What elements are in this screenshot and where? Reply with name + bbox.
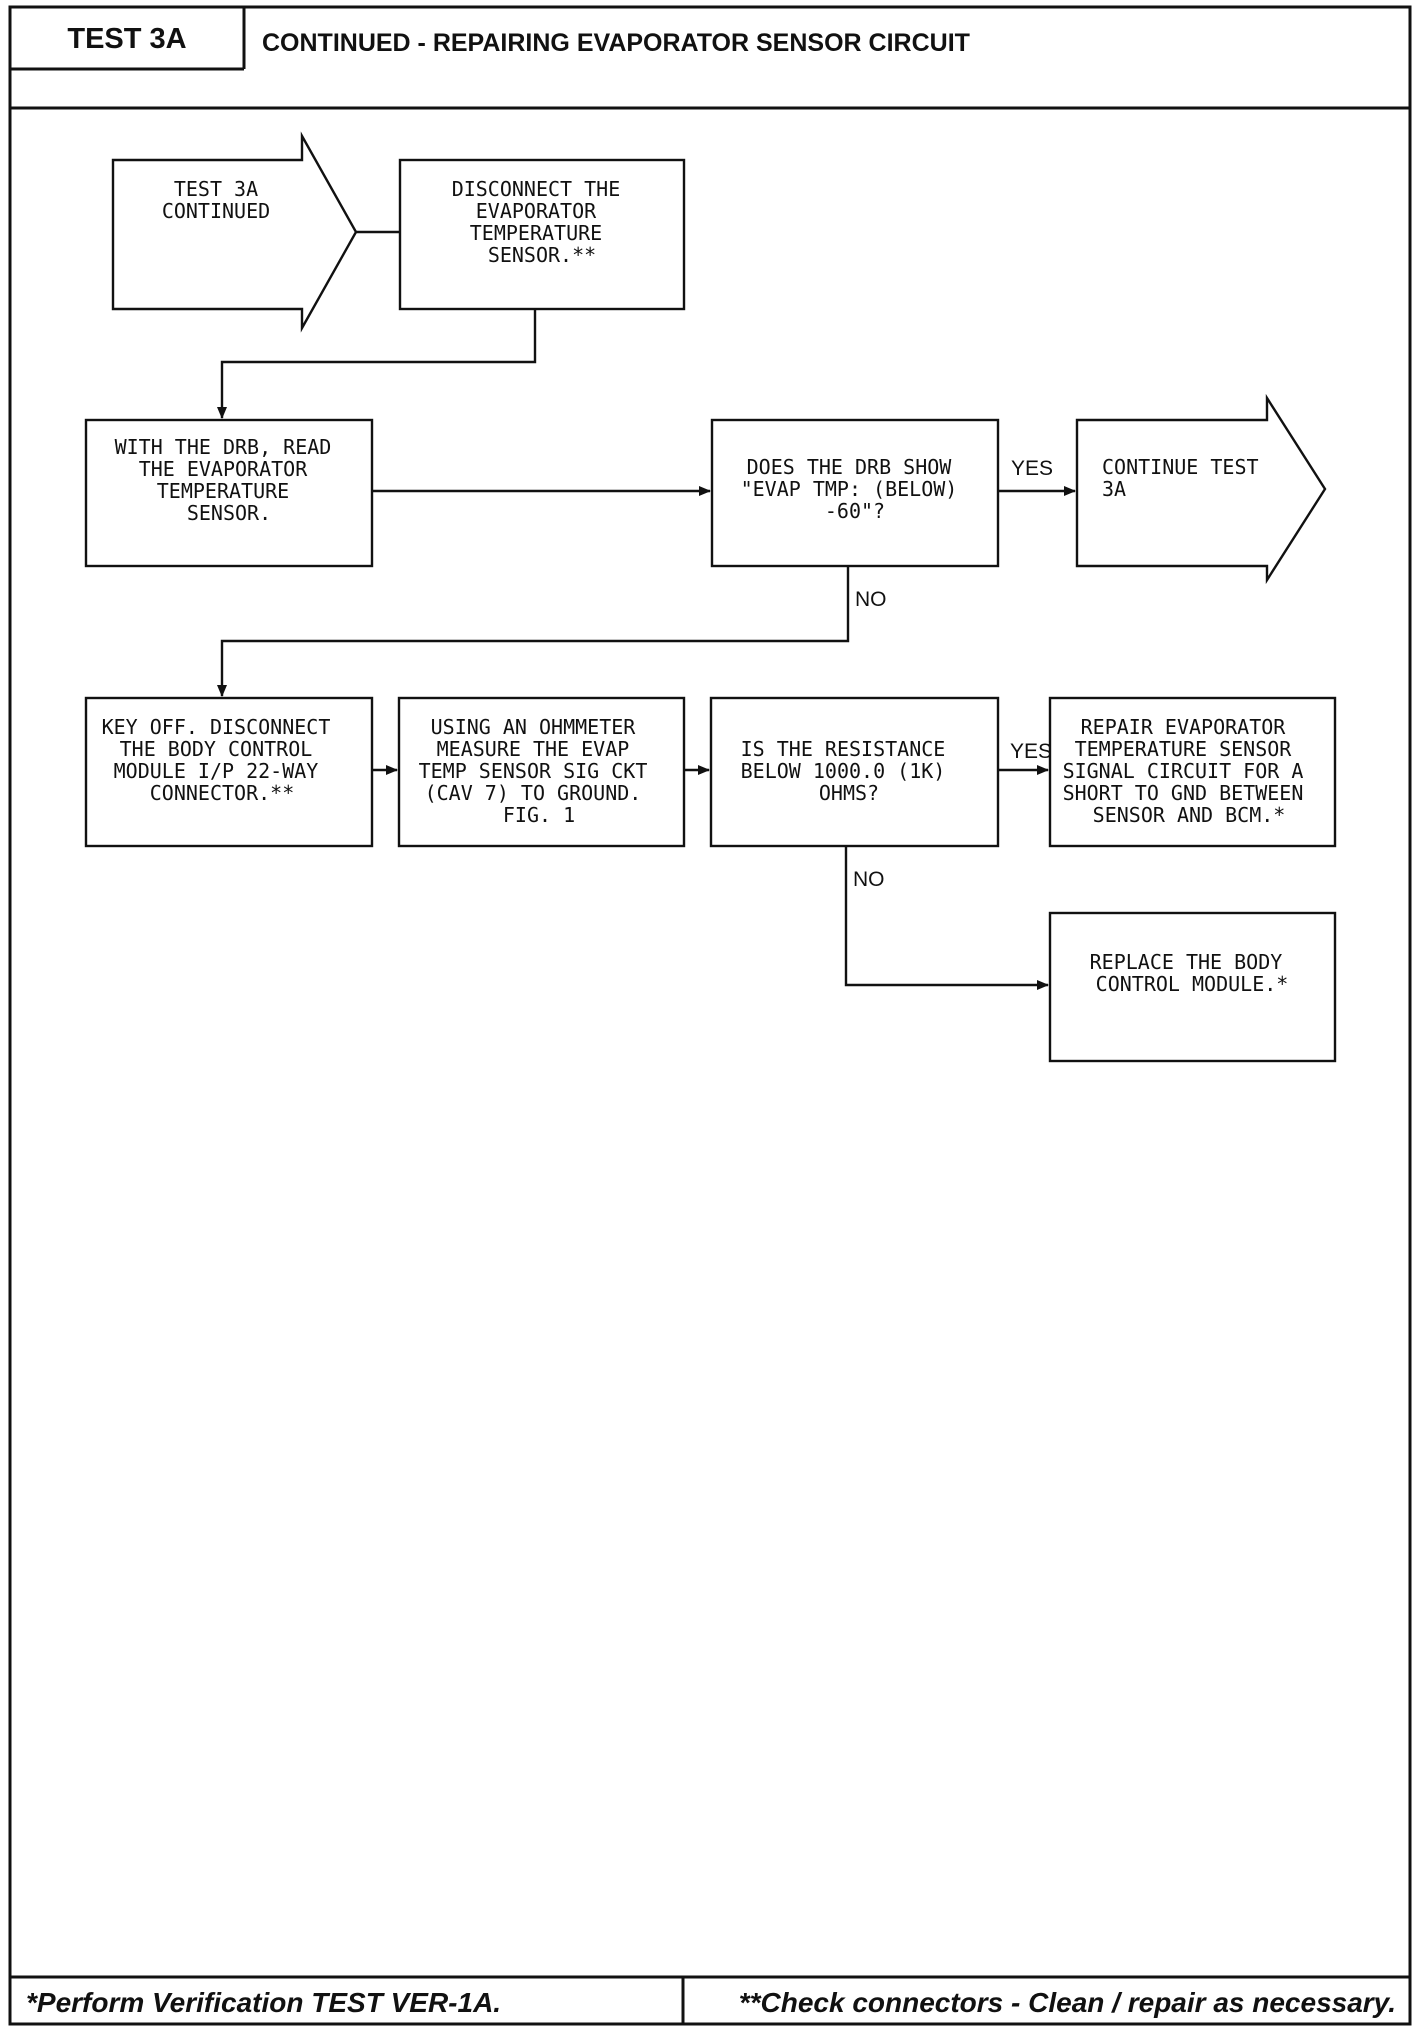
key-off-text: KEY OFF. DISCONNECT THE BODY CONTROL MOD…	[102, 715, 343, 805]
repair-circuit-text: REPAIR EVAPORATOR TEMPERATURE SENSOR SIG…	[1063, 715, 1316, 827]
connector-disconnect-to-read	[217, 309, 537, 419]
resistance-question-text: IS THE RESISTANCE BELOW 1000.0 (1K) OHMS…	[741, 737, 958, 805]
read-sensor-text: WITH THE DRB, READ THE EVAPORATOR TEMPER…	[115, 435, 344, 525]
drb-question-box: DOES THE DRB SHOW "EVAP TMP: (BELOW) -60…	[710, 418, 1000, 568]
page-frame	[8, 5, 1412, 2026]
repair-circuit-box: REPAIR EVAPORATOR TEMPERATURE SENSOR SIG…	[1048, 696, 1337, 848]
test-id: TEST 3A	[67, 23, 186, 55]
connector-resistance-no	[844, 846, 1049, 990]
ohmmeter-text: USING AN OHMMETER MEASURE THE EVAP TEMP …	[419, 715, 660, 827]
no-label-2: NO	[853, 868, 885, 891]
yes-label-1: YES	[1011, 457, 1053, 480]
no-label-1: NO	[855, 588, 887, 611]
replace-bcm-text: REPLACE THE BODY CONTROL MODULE.*	[1090, 950, 1295, 996]
continue-test-arrow: CONTINUE TEST 3A	[1075, 393, 1327, 585]
page-title: CONTINUED - REPAIRING EVAPORATOR SENSOR …	[262, 29, 970, 57]
read-sensor-box: WITH THE DRB, READ THE EVAPORATOR TEMPER…	[84, 418, 374, 568]
disconnect-sensor-box: DISCONNECT THE EVAPORATOR TEMPERATURE SE…	[398, 158, 686, 311]
start-arrow-shape: TEST 3A CONTINUED	[111, 131, 358, 333]
continue-test-text: CONTINUE TEST 3A	[1102, 455, 1271, 501]
drb-question-text: DOES THE DRB SHOW "EVAP TMP: (BELOW) -60…	[741, 455, 970, 523]
disconnect-sensor-text: DISCONNECT THE EVAPORATOR TEMPERATURE SE…	[452, 177, 633, 267]
footer-note-right: **Check connectors - Clean / repair as n…	[739, 1987, 1396, 2018]
yes-label-2: YES	[1010, 740, 1052, 763]
replace-bcm-box: REPLACE THE BODY CONTROL MODULE.*	[1048, 911, 1337, 1063]
start-arrow-text: TEST 3A CONTINUED	[162, 177, 270, 223]
resistance-question-box: IS THE RESISTANCE BELOW 1000.0 (1K) OHMS…	[709, 696, 1000, 848]
footer-note-left: *Perform Verification TEST VER-1A.	[26, 1987, 501, 2018]
key-off-box: KEY OFF. DISCONNECT THE BODY CONTROL MOD…	[84, 696, 374, 848]
ohmmeter-box: USING AN OHMMETER MEASURE THE EVAP TEMP …	[397, 696, 686, 848]
connector-question-no	[217, 566, 850, 697]
